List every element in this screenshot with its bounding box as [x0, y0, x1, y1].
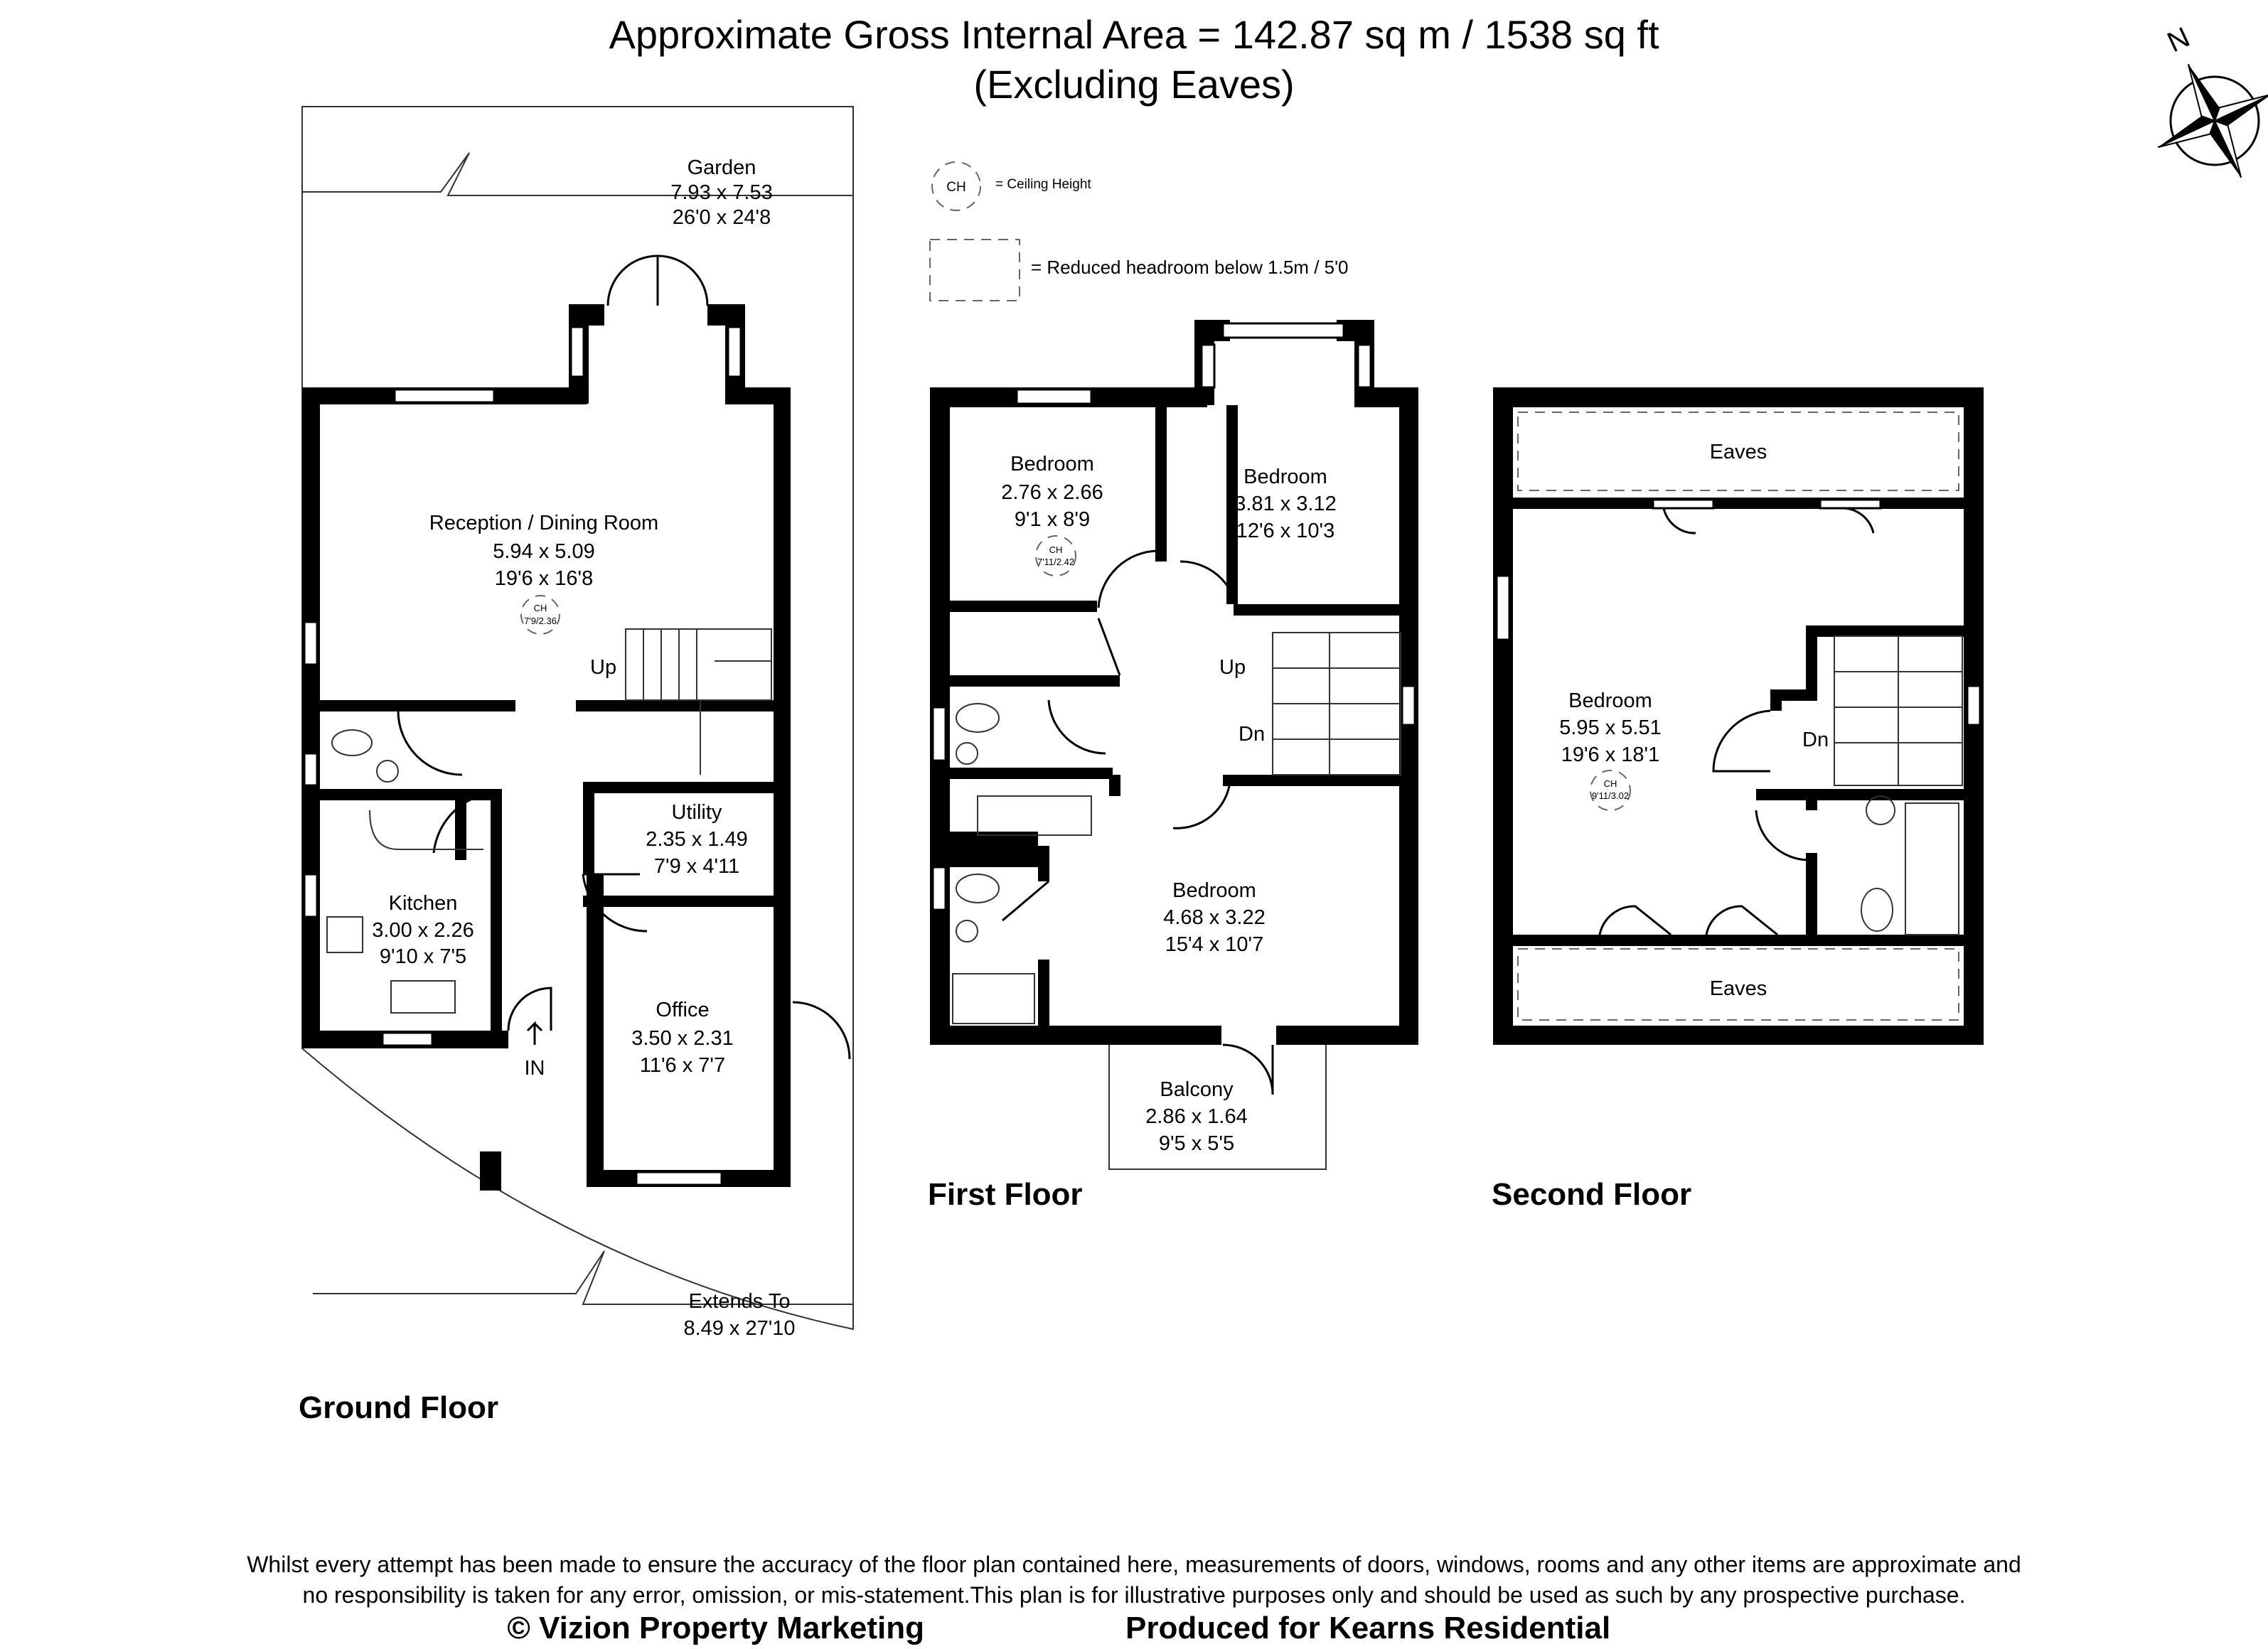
first-bedroom-a-imperial: 9'1 x 8'9: [1015, 508, 1090, 531]
reception-name: Reception / Dining Room: [429, 512, 658, 535]
reception-metric: 5.94 x 5.09: [493, 540, 595, 563]
legend-reduced-text: = Reduced headroom below 1.5m / 5'0: [1031, 257, 1349, 278]
second-bedroom-ch-value: 9'11/3.02: [1592, 790, 1629, 801]
kitchen-name: Kitchen: [389, 892, 458, 915]
first-bedroom-b-imperial: 12'6 x 10'3: [1236, 520, 1334, 542]
first-stairs-down: Dn: [1239, 723, 1265, 746]
first-floor-label: First Floor: [928, 1177, 1083, 1212]
first-bedroom-a-ch-value: 7'11/2.42: [1037, 557, 1074, 567]
first-bedroom-b-name: Bedroom: [1243, 466, 1327, 488]
utility-imperial: 7'9 x 4'11: [654, 855, 739, 878]
balcony-imperial: 9'5 x 5'5: [1159, 1132, 1234, 1155]
legend-ch-symbol: CH: [946, 180, 965, 195]
area-title-note: (Excluding Eaves): [973, 62, 1294, 107]
legend: CH = Ceiling Height = Reduced headroom b…: [929, 161, 1349, 301]
ground-stairs-up: Up: [590, 656, 616, 679]
ground-floor-label: Ground Floor: [299, 1390, 498, 1425]
reception-ceiling-height-icon: [520, 595, 560, 635]
reception-imperial: 19'6 x 16'8: [495, 567, 593, 590]
second-bedroom-metric: 5.95 x 5.51: [1559, 716, 1662, 739]
second-floor-plan: [1493, 387, 1984, 1045]
office-metric: 3.50 x 2.31: [631, 1027, 734, 1050]
extends-name: Extends To: [689, 1290, 791, 1313]
garden-imperial: 26'0 x 24'8: [673, 206, 771, 229]
second-floor-label: Second Floor: [1492, 1177, 1691, 1212]
office-imperial: 11'6 x 7'7: [640, 1054, 725, 1077]
first-bedroom-a-metric: 2.76 x 2.66: [1001, 481, 1103, 504]
first-bedroom-c-imperial: 15'4 x 10'7: [1165, 933, 1263, 956]
first-bedroom-a-ch-label: CH: [1049, 544, 1063, 555]
second-bedroom-ch-label: CH: [1604, 778, 1617, 789]
first-bedroom-c-metric: 4.68 x 3.22: [1163, 906, 1266, 929]
disclaimer-line-2: no responsibility is taken for any error…: [303, 1582, 1966, 1608]
utility-name: Utility: [672, 801, 722, 824]
first-bedroom-a-name: Bedroom: [1010, 453, 1094, 476]
entrance-label: IN: [525, 1057, 545, 1080]
credit-kearns: Produced for Kearns Residential: [1125, 1611, 1610, 1645]
second-eaves-bottom: Eaves: [1710, 977, 1767, 1000]
legend-ch-text: = Ceiling Height: [995, 177, 1091, 192]
second-stairs-down: Dn: [1802, 729, 1829, 751]
area-title: Approximate Gross Internal Area = 142.87…: [609, 12, 1659, 57]
balcony-metric: 2.86 x 1.64: [1145, 1105, 1248, 1128]
second-bedroom-ceiling-height-icon: [1590, 770, 1631, 811]
second-bedroom-imperial: 19'6 x 18'1: [1561, 743, 1659, 766]
reception-ch-value: 7'9/2.36: [524, 616, 557, 626]
second-bedroom-name: Bedroom: [1568, 689, 1652, 712]
reduced-headroom-symbol-icon: [929, 239, 1020, 301]
first-floor-plan: [930, 320, 1418, 1170]
compass-rose-icon: [2157, 63, 2268, 178]
kitchen-metric: 3.00 x 2.26: [372, 919, 474, 942]
first-bedroom-a-ceiling-height-icon: [1035, 535, 1076, 576]
disclaimer-line-1: Whilst every attempt has been made to en…: [247, 1552, 2021, 1577]
garden-metric: 7.93 x 7.53: [670, 181, 773, 204]
first-bedroom-b-metric: 3.81 x 3.12: [1234, 493, 1337, 515]
garden-name: Garden: [688, 156, 756, 179]
balcony-name: Balcony: [1160, 1078, 1234, 1101]
first-bedroom-c-name: Bedroom: [1172, 879, 1256, 902]
extends-metric: 8.49 x 27'10: [683, 1317, 795, 1340]
second-eaves-top: Eaves: [1710, 441, 1767, 463]
kitchen-imperial: 9'10 x 7'5: [380, 945, 466, 968]
reception-ch-label: CH: [534, 603, 547, 613]
office-name: Office: [656, 999, 709, 1021]
credit-vizion: © Vizion Property Marketing: [507, 1611, 924, 1645]
utility-metric: 2.35 x 1.49: [646, 828, 748, 851]
entrance-arrow-icon: [526, 1021, 543, 1045]
ground-floor-plan: [301, 106, 854, 1331]
first-stairs-up: Up: [1219, 656, 1246, 679]
ceiling-height-symbol-icon: [931, 161, 981, 211]
compass-north-label: N: [2163, 21, 2195, 58]
